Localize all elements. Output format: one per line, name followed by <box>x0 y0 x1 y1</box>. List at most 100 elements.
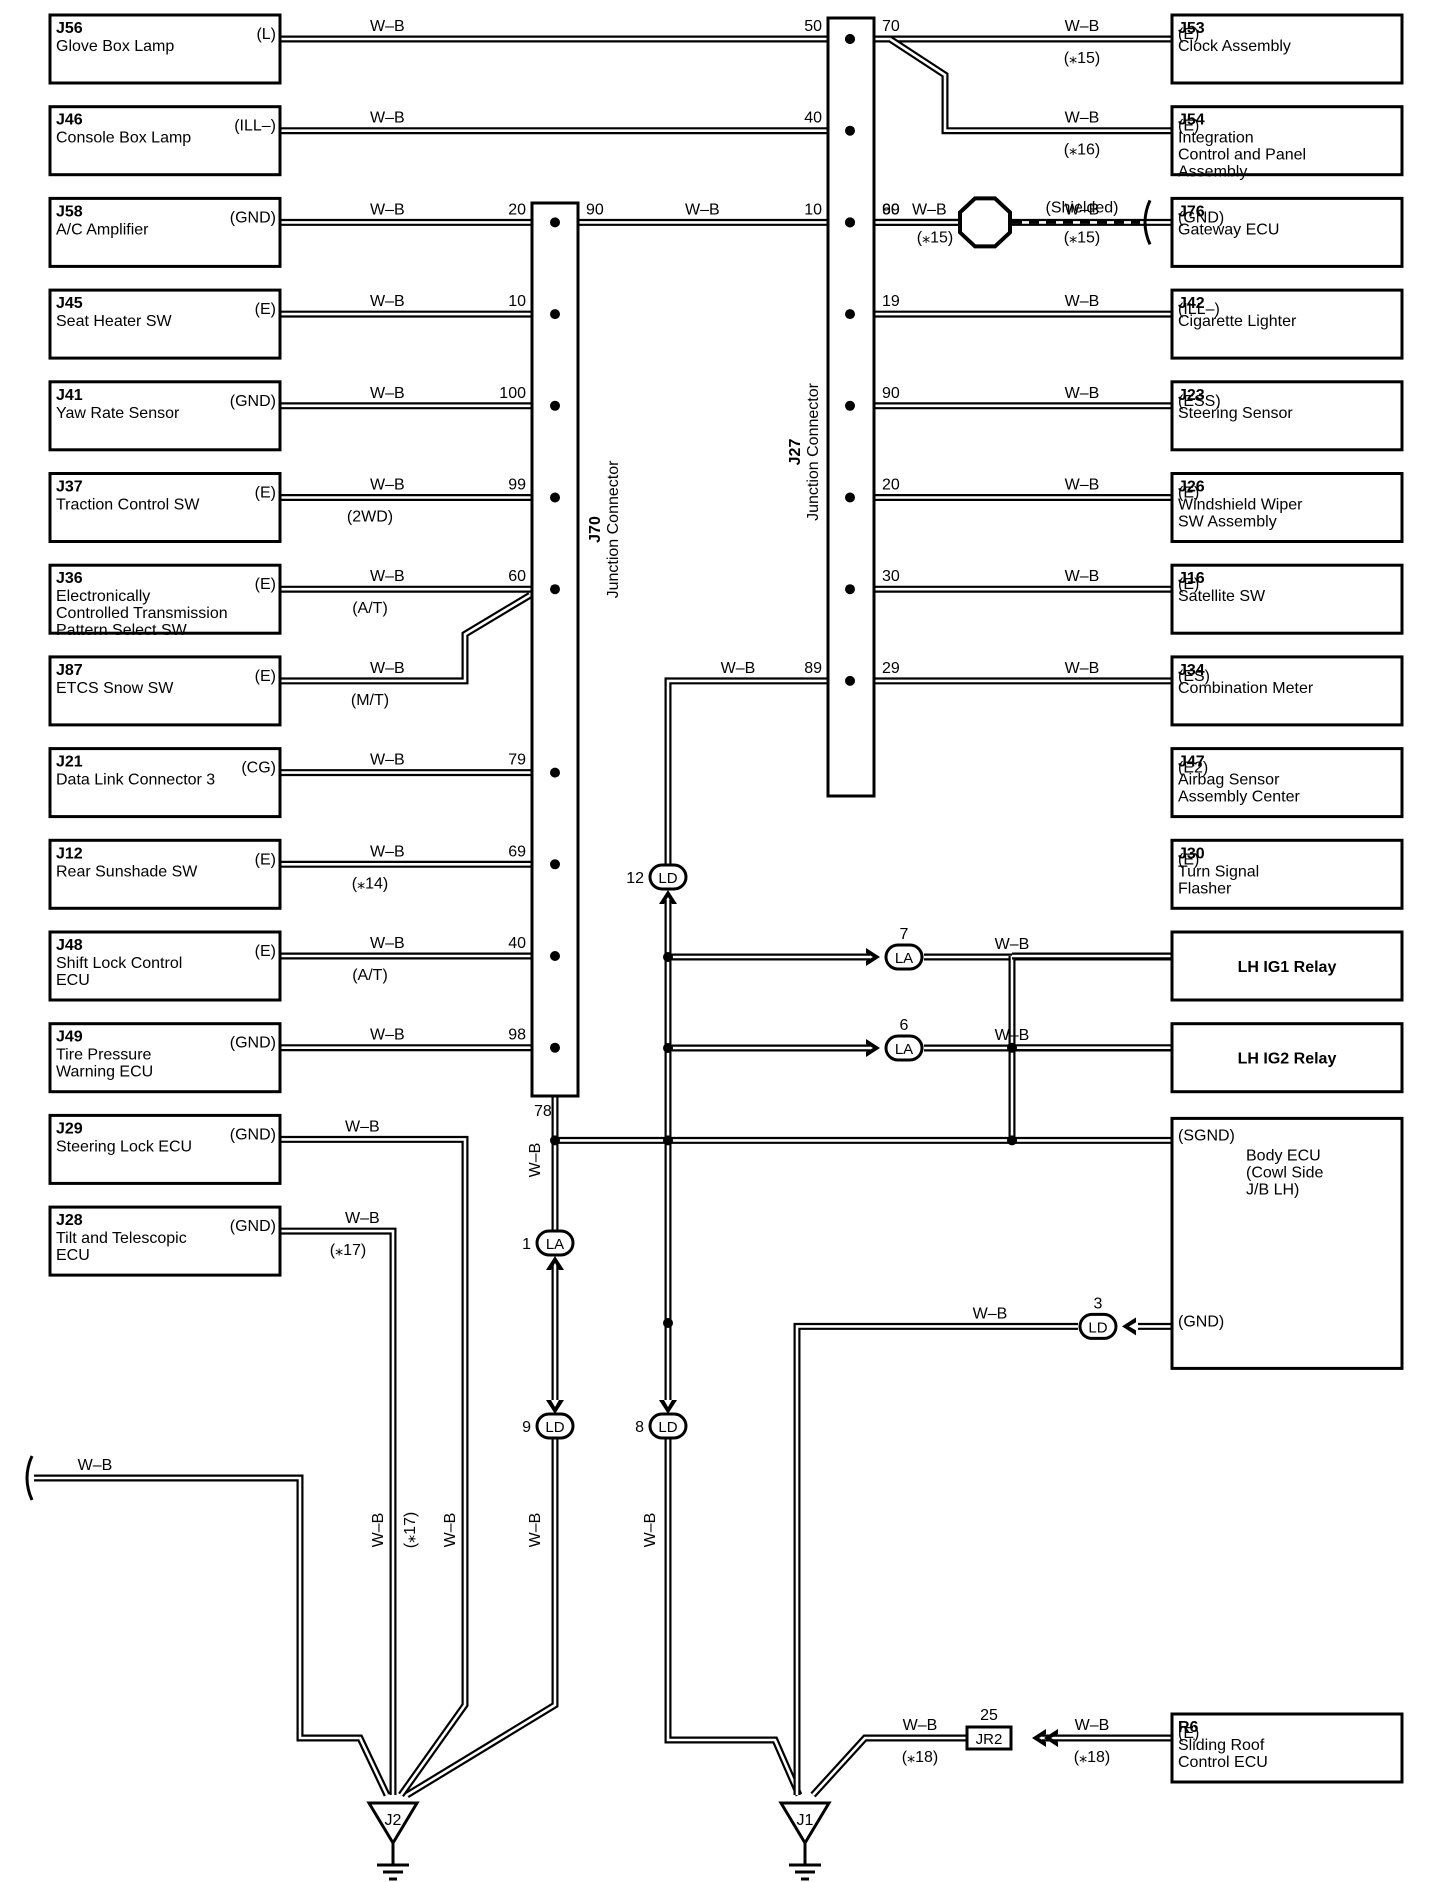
pin-number: 10 <box>804 201 822 218</box>
component-j26-label: Windshield Wiper <box>1178 497 1303 514</box>
wire-color: W–B <box>995 1027 1030 1044</box>
connector-ld8 <box>648 1412 688 1440</box>
wire-jr2-down <box>810 1734 967 1798</box>
component-j41 <box>48 380 282 452</box>
component-j41-id: J41 <box>56 387 83 404</box>
splice-dot <box>663 952 673 962</box>
component-j34-label: Combination Meter <box>1178 680 1314 697</box>
splice-dot <box>845 125 855 136</box>
component-j37-label: Traction Control SW <box>56 497 200 514</box>
component-j56-terminal: (L) <box>256 26 276 43</box>
component-j30-label: Turn Signal <box>1178 863 1259 880</box>
pin-number: 20 <box>508 201 526 218</box>
pin-number: 60 <box>882 201 900 218</box>
connector-la1 <box>535 1229 575 1257</box>
component-j12 <box>48 838 282 910</box>
pin-number: 50 <box>804 18 822 35</box>
component-j87 <box>48 655 282 727</box>
wire-color: W–B <box>1065 568 1100 585</box>
component-j16-id: J16 <box>1178 570 1205 587</box>
ground-j1 <box>778 1801 832 1846</box>
splice-dot <box>550 1135 560 1146</box>
component-j30-label: Flasher <box>1178 880 1232 897</box>
wire-jr2-down-core <box>812 1736 967 1796</box>
component-j46 <box>48 105 282 177</box>
pin-number: 70 <box>882 18 900 35</box>
component-j54-id: J54 <box>1178 112 1205 129</box>
component-j21 <box>48 747 282 819</box>
wire-note: (⁎16) <box>1064 142 1100 159</box>
component-j45-label: Seat Heater SW <box>56 313 173 330</box>
pin-number: 99 <box>508 477 526 494</box>
splice-dot <box>550 217 560 228</box>
wire-note: (⁎15) <box>1064 50 1100 67</box>
splice-dot <box>550 1042 560 1053</box>
component-j12-id: J12 <box>56 845 83 862</box>
component-r6-label: Sliding Roof <box>1178 1737 1265 1754</box>
wire-note: (M/T) <box>351 692 389 709</box>
splice-dot <box>845 492 855 503</box>
splice-dot <box>663 1135 673 1146</box>
wire-color: W–B <box>370 568 405 585</box>
relay-lh-ig1 <box>1170 930 1404 1002</box>
splice-dot <box>663 1043 673 1053</box>
chevron-left-icon <box>1044 1729 1058 1747</box>
connector-ld12-code: LD <box>658 870 677 887</box>
component-j34-id: J34 <box>1178 662 1205 679</box>
wire-ld3-down-core <box>795 1325 1078 1795</box>
component-j26-terminal: (E) <box>1178 485 1199 502</box>
connector-ld12-pin: 12 <box>626 870 644 887</box>
splice-dot <box>1007 1042 1017 1053</box>
component-j48 <box>48 930 282 1002</box>
component-r6 <box>1170 1712 1404 1784</box>
component-j26-label: SW Assembly <box>1178 514 1277 531</box>
pin-number: 19 <box>882 293 900 310</box>
wire-J54-core <box>889 37 1172 132</box>
connector-ld9-pin: 9 <box>522 1419 531 1436</box>
wire-note: (⁎15) <box>1064 229 1100 246</box>
component-j56-id: J56 <box>56 20 83 37</box>
wire-color: W–B <box>527 1143 544 1178</box>
splice-dot <box>550 400 560 411</box>
component-j56-label: Glove Box Lamp <box>56 38 174 55</box>
component-j34 <box>1170 655 1404 727</box>
component-j58-terminal: (GND) <box>230 209 276 226</box>
connector-la6-pin: 6 <box>900 1017 909 1034</box>
chevron-down-icon <box>546 1400 564 1414</box>
wire-ld8-down <box>664 1438 803 1797</box>
wire-color: W–B <box>345 1118 380 1135</box>
wire-note: (A/T) <box>352 967 388 984</box>
component-j47-label: Airbag Sensor <box>1178 772 1280 789</box>
body-ecu-terminal-top: (SGND) <box>1178 1127 1235 1144</box>
junction-j70 <box>530 201 580 1098</box>
ground-j1-label: J1 <box>797 1812 814 1829</box>
component-j58 <box>48 196 282 268</box>
component-j53-terminal: (E) <box>1178 26 1199 43</box>
component-j48-terminal: (E) <box>255 943 276 960</box>
wire-note: (⁎18) <box>1074 1749 1110 1766</box>
wire-left-break <box>34 1474 391 1797</box>
body-ecu-label: Body ECU <box>1246 1147 1321 1164</box>
connector-la7-code: LA <box>895 950 913 967</box>
component-j16-terminal: (E) <box>1178 576 1199 593</box>
component-j47-label: Assembly Center <box>1178 789 1300 806</box>
splice-dot <box>550 309 560 320</box>
component-j30-terminal: (E) <box>1178 851 1199 868</box>
component-j29 <box>48 1113 282 1185</box>
component-j26 <box>1170 472 1404 543</box>
pin-number: 90 <box>882 385 900 402</box>
component-j42 <box>1170 288 1404 360</box>
wire-note: (⁎15) <box>917 229 953 246</box>
component-j29-terminal: (GND) <box>230 1126 276 1143</box>
wire-color: W–B <box>995 936 1030 953</box>
junction-j70-label: Junction Connector <box>605 460 622 599</box>
component-j21-terminal: (CG) <box>241 760 276 777</box>
component-j36-label: Pattern Select SW <box>56 622 188 639</box>
connector-la1-pin: 1 <box>522 1236 531 1253</box>
component-j54-label: Integration <box>1178 130 1254 147</box>
component-j28-terminal: (GND) <box>230 1218 276 1235</box>
wire-note: (⁎14) <box>352 875 388 892</box>
component-j76-id: J76 <box>1178 203 1205 220</box>
